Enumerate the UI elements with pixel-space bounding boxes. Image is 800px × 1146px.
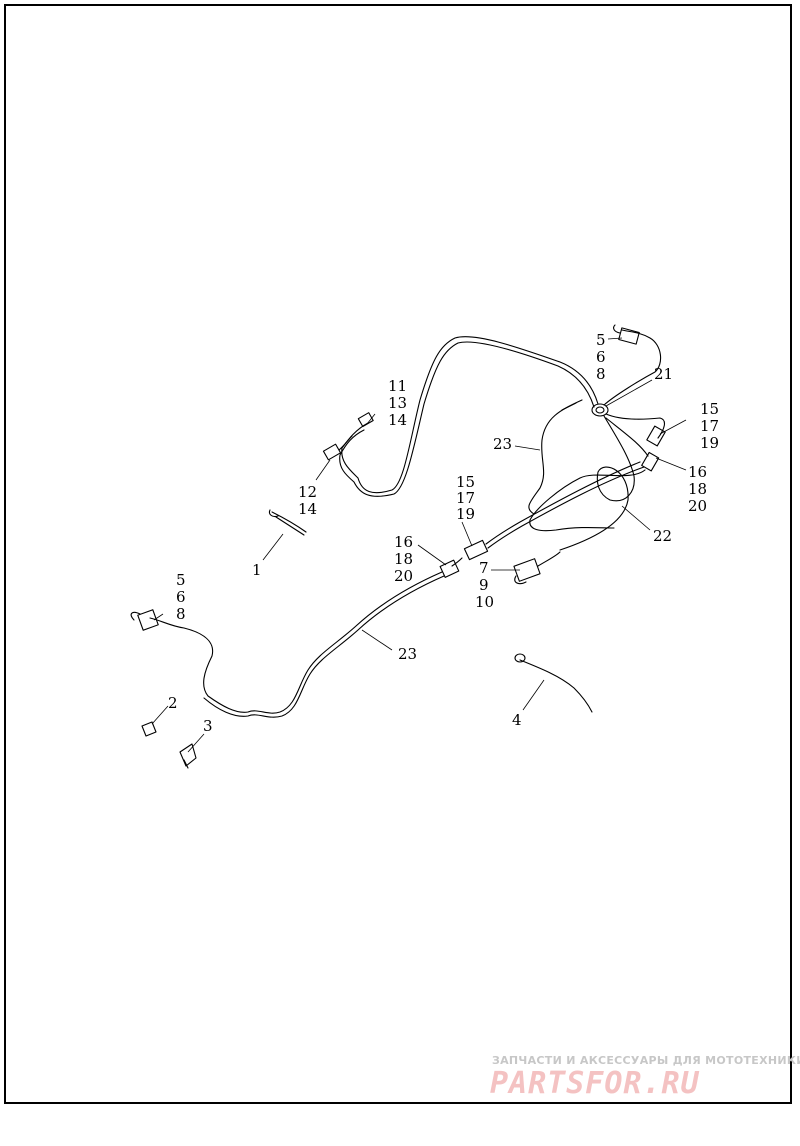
callout-8-upper: 8 <box>596 365 606 383</box>
connector-15-center <box>463 539 489 561</box>
harness-22 <box>559 415 635 551</box>
connector-16-center <box>439 559 460 578</box>
callout-labels: 1 2 3 4 5 6 8 5 6 8 7 9 10 11 13 14 12 1… <box>168 331 719 735</box>
leader-lines <box>151 337 687 753</box>
connector-12 <box>322 443 342 461</box>
callout-6-upper: 6 <box>596 348 606 366</box>
callout-21: 21 <box>654 365 673 383</box>
callout-19-right: 19 <box>700 434 719 452</box>
connector-11 <box>357 412 374 428</box>
callout-13: 13 <box>388 394 407 412</box>
connector-16-right <box>641 451 660 472</box>
grommet-21 <box>591 403 609 417</box>
watermark-logo: PARTSFOR.RU <box>490 1066 700 1101</box>
upper-right-harness-wire <box>603 329 662 406</box>
callout-17-right: 17 <box>700 417 719 435</box>
callout-5-upper: 5 <box>596 331 606 349</box>
callout-15-right: 15 <box>700 400 719 418</box>
callout-23-lower: 23 <box>398 645 417 663</box>
callout-4: 4 <box>512 711 522 729</box>
diagram-frame <box>4 4 792 1104</box>
part-3-bracket <box>179 743 197 769</box>
connector-7 <box>513 558 541 582</box>
callout-22: 22 <box>653 527 672 545</box>
center-harness-wire <box>485 461 641 545</box>
callout-18-right: 18 <box>688 480 707 498</box>
callout-7: 7 <box>479 559 489 577</box>
part-4-strap <box>519 659 593 713</box>
harness-23-upper <box>528 399 583 515</box>
part-2-clip <box>141 721 157 737</box>
connector-5-lower <box>137 609 159 631</box>
upper-harness-wire <box>341 336 599 494</box>
callout-1: 1 <box>252 561 262 579</box>
callout-17-center: 17 <box>456 489 475 507</box>
callout-23-upper: 23 <box>493 435 512 453</box>
upper-harness-wire-inner <box>339 341 595 497</box>
callout-16-center: 16 <box>394 533 413 551</box>
callout-12: 12 <box>298 483 317 501</box>
callout-18-center: 18 <box>394 550 413 568</box>
callout-14-upper: 14 <box>388 411 407 429</box>
callout-20-center: 20 <box>394 567 413 585</box>
connector-15-right <box>646 425 666 447</box>
callout-20-right: 20 <box>688 497 707 515</box>
callout-5-lower: 5 <box>176 571 186 589</box>
callout-6-lower: 6 <box>176 588 186 606</box>
callout-2: 2 <box>168 694 178 712</box>
callout-14-lower: 14 <box>298 500 317 518</box>
callout-19-center: 19 <box>456 505 475 523</box>
watermark-tagline: ЗАПЧАСТИ И АКСЕССУАРЫ ДЛЯ МОТОТЕХНИКИ <box>492 1054 800 1067</box>
part-1-cable-tie <box>268 509 307 533</box>
callout-8-lower: 8 <box>176 605 186 623</box>
connector-5-upper <box>618 327 640 345</box>
callout-16-right: 16 <box>688 463 707 481</box>
callout-15-center: 15 <box>456 473 475 491</box>
callout-10: 10 <box>475 593 494 611</box>
callout-3: 3 <box>203 717 213 735</box>
harness-23-lower <box>149 571 443 714</box>
callout-9: 9 <box>479 576 489 594</box>
callout-11: 11 <box>388 377 407 395</box>
